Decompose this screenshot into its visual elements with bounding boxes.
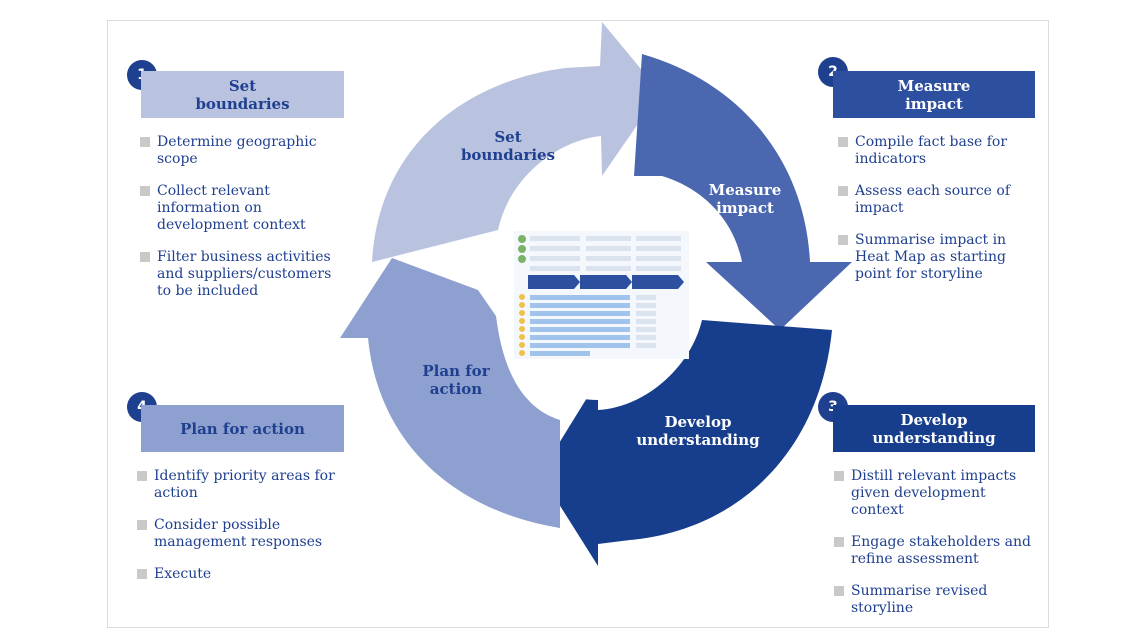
arrow-plan-for-action (340, 258, 560, 528)
bullet-item: Collect relevant information on developm… (140, 183, 340, 234)
bullet-item: Summarise revised storyline (834, 583, 1034, 617)
bullet-item: Assess each source of impact (838, 183, 1038, 217)
arrow-measure-impact (634, 54, 852, 330)
bullet-item: Consider possible management responses (137, 517, 347, 551)
step-bullets-3: Distill relevant impacts given developme… (834, 468, 1034, 632)
heat-map-icon (514, 231, 689, 359)
step-header-4: Plan for action (141, 405, 344, 452)
bullet-item: Engage stakeholders and refine assessmen… (834, 534, 1034, 568)
step-bullets-4: Identify priority areas for action Consi… (137, 468, 347, 598)
arrow-develop-understanding (540, 320, 832, 566)
bullet-item: Distill relevant impacts given developme… (834, 468, 1034, 519)
bullet-item: Identify priority areas for action (137, 468, 347, 502)
arrow-set-boundaries (372, 22, 660, 262)
bullet-item: Compile fact base for indicators (838, 134, 1038, 168)
bullet-item: Determine geographic scope (140, 134, 340, 168)
step-bullets-2: Compile fact base for indicators Assess … (838, 134, 1038, 298)
step-bullets-1: Determine geographic scope Collect relev… (140, 134, 340, 315)
bullet-item: Summarise impact in Heat Map as starting… (838, 232, 1038, 283)
heat-map-thumbnail (514, 231, 689, 359)
bullet-item: Execute (137, 566, 347, 583)
bullet-item: Filter business activities and suppliers… (140, 249, 340, 300)
